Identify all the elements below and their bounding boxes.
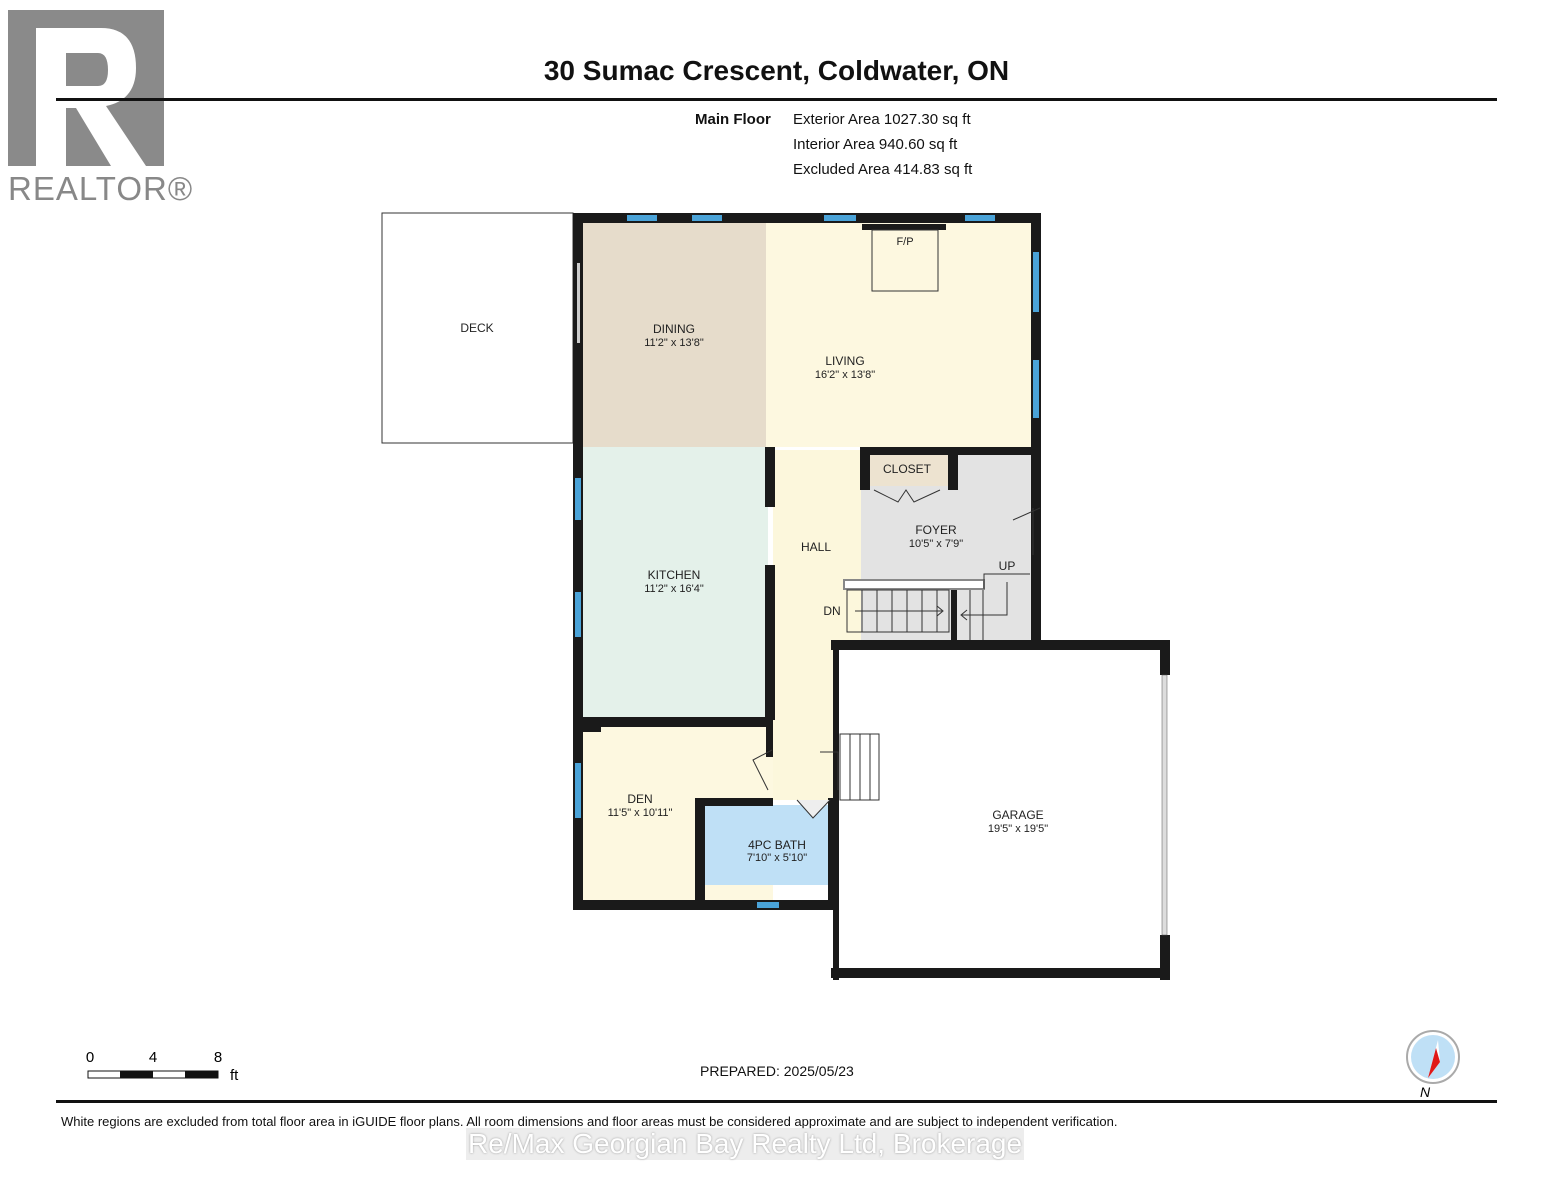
stairs-down-icon: [846, 589, 950, 633]
realtor-logo-text: REALTOR®: [8, 170, 194, 207]
kitchen-label: KITCHEN: [648, 568, 701, 582]
exterior-area: Exterior Area 1027.30 sq ft: [793, 111, 971, 128]
dining-dims: 11'2" x 13'8": [644, 337, 704, 349]
realtor-logo: [6, 8, 166, 173]
stairs-up-label: UP: [999, 559, 1016, 573]
living-label: LIVING: [825, 354, 864, 368]
bath-door[interactable]: [796, 799, 831, 819]
header-divider: [56, 98, 1497, 101]
garage-door[interactable]: [1161, 674, 1168, 936]
scale-unit: ft: [230, 1067, 239, 1084]
kitchen-dims: 11'2" x 16'4": [644, 583, 704, 595]
stair-railing: [843, 579, 985, 590]
disclaimer: White regions are excluded from total fl…: [61, 1114, 1118, 1129]
bath-dims: 7'10" x 5'10": [747, 852, 807, 864]
scale-tick-0: 0: [86, 1049, 94, 1066]
living-dims: 16'2" x 13'8": [815, 369, 875, 381]
room-garage: [838, 645, 1165, 972]
fireplace: [871, 229, 939, 292]
closet-label: CLOSET: [883, 462, 932, 476]
compass-north-label: N: [1420, 1084, 1431, 1100]
room-closet: [868, 452, 950, 486]
den-dims: 11'5" x 10'11": [608, 807, 673, 819]
footer-divider: [56, 1100, 1497, 1103]
bath-label: 4PC BATH: [748, 838, 806, 852]
excluded-area: Excluded Area 414.83 sq ft: [793, 161, 973, 178]
page-title: 30 Sumac Crescent, Coldwater, ON: [543, 55, 1010, 86]
stairs-down-label: DN: [823, 604, 840, 618]
foyer-label: FOYER: [915, 523, 957, 537]
scale-tick-8: 8: [214, 1049, 222, 1066]
hall-label: HALL: [801, 540, 831, 554]
walls: [573, 213, 1170, 980]
interior-doors[interactable]: [752, 749, 839, 791]
dining-label: DINING: [653, 322, 695, 336]
deck-label: DECK: [460, 321, 493, 335]
den-label: DEN: [627, 792, 652, 806]
windows: [575, 215, 1039, 908]
room-dining: [578, 218, 766, 447]
room-deck: [381, 212, 574, 444]
garage-label: GARAGE: [992, 808, 1043, 822]
floor-label: Main Floor: [695, 111, 771, 128]
compass-icon: N: [1406, 1030, 1460, 1100]
interior-area: Interior Area 940.60 sq ft: [793, 136, 958, 153]
prepared-date: PREPARED: 2025/05/23: [700, 1063, 854, 1079]
foyer-dims: 10'5" x 7'9": [909, 538, 963, 550]
room-bath: [705, 805, 836, 885]
stairs-up-icon: [960, 573, 1030, 640]
brokerage-watermark: Re/Max Georgian Bay Realty Ltd, Brokerag…: [466, 1128, 1025, 1160]
deck-door: [577, 263, 580, 343]
fireplace-label: F/P: [896, 236, 913, 248]
scale-tick-4: 4: [149, 1049, 157, 1066]
garage-dims: 19'5" x 19'5": [988, 823, 1048, 835]
closet-doors[interactable]: [873, 489, 941, 503]
scale-bar: 0 4 8 ft: [86, 1049, 239, 1084]
room-living: [766, 218, 1034, 447]
garage-steps: [839, 733, 880, 801]
room-kitchen: [578, 447, 768, 717]
front-door[interactable]: [1012, 507, 1041, 555]
